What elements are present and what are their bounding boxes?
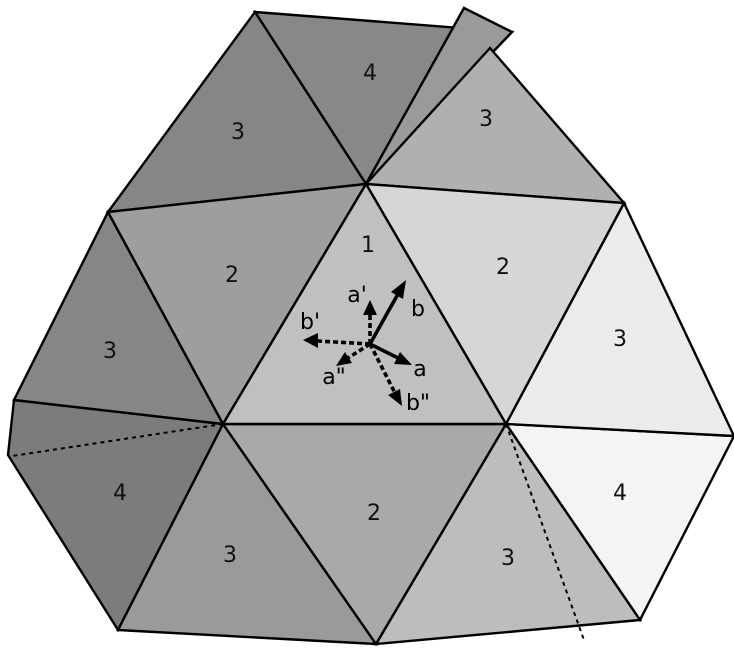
label-top-flap: 4	[363, 61, 377, 86]
label-upper-right: 2	[496, 255, 510, 280]
vector-b-prime-arrow	[317, 339, 371, 346]
vector-a-double-prime-arrow	[347, 342, 371, 360]
label-top-left: 3	[231, 120, 245, 145]
vector-a-double-prime-arrowhead	[336, 352, 352, 366]
label-far-right: 3	[613, 327, 627, 352]
vector-b-prime-arrowhead	[303, 333, 318, 348]
label-bottom-right: 3	[501, 546, 515, 571]
vector-a-arrow	[369, 342, 399, 360]
label-upper-left: 2	[225, 263, 239, 288]
label-center: 1	[361, 233, 375, 258]
vector-arrows	[303, 280, 412, 406]
vector-b-arrowhead	[391, 280, 406, 299]
vector-label-a-prime: a'	[347, 283, 367, 308]
vector-label-a-double-prime: a"	[322, 365, 346, 390]
fold-line-right	[505, 423, 585, 641]
triangle-center	[220, 181, 509, 426]
label-right-flap: 4	[613, 481, 627, 506]
vector-label-b: b	[411, 297, 425, 322]
vector-label-a: a	[413, 357, 426, 382]
vector-b-arrow	[368, 293, 400, 345]
fold-line-left	[11, 423, 224, 457]
vector-b-double-prime-arrow	[368, 343, 397, 394]
vector-label-b-double-prime: b"	[406, 391, 430, 416]
label-left-flap: 4	[113, 481, 127, 506]
vector-b-double-prime-arrowhead	[388, 389, 402, 406]
label-far-left: 3	[103, 339, 117, 364]
label-bottom: 2	[367, 501, 381, 526]
vector-label-b-prime: b'	[300, 310, 320, 335]
fold-line-top	[365, 7, 465, 185]
label-top-right: 3	[479, 107, 493, 132]
label-bottom-left: 3	[223, 543, 237, 568]
vector-a-arrowhead	[394, 352, 412, 365]
vector-a-prime-arrowhead	[363, 300, 377, 315]
